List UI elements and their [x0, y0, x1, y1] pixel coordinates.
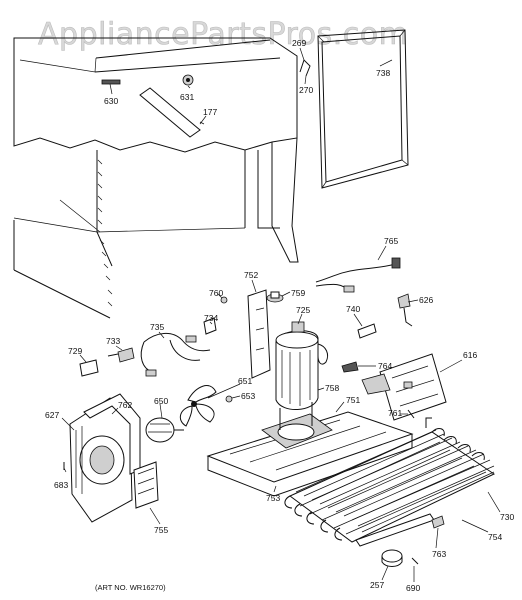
callout-758: 758 [325, 383, 339, 393]
callout-735: 735 [150, 322, 164, 332]
fan-blade-651 [179, 385, 217, 427]
screw-761 [407, 409, 415, 419]
relay-740 [357, 323, 377, 339]
callout-627: 627 [45, 410, 59, 420]
callout-755: 755 [154, 525, 168, 535]
cord-735 [140, 333, 211, 377]
callout-760: 760 [209, 288, 223, 298]
callout-653: 653 [241, 391, 255, 401]
callout-631: 631 [180, 92, 194, 102]
callout-761: 761 [388, 408, 402, 418]
fan-shroud-627 [69, 397, 133, 523]
callout-753: 753 [266, 493, 280, 503]
switch-626 [397, 293, 413, 327]
cover-616 [379, 353, 447, 421]
door-gasket-738 [317, 29, 409, 189]
callout-690: 690 [406, 583, 420, 593]
wire-harness-765 [315, 257, 401, 293]
screw-653 [225, 395, 233, 403]
callout-651: 651 [238, 376, 252, 386]
callout-759: 759 [291, 288, 305, 298]
callout-733: 733 [106, 336, 120, 346]
watermark-text: AppliancePartsPros.com [38, 17, 408, 52]
compressor-bracket-752 [247, 289, 271, 379]
callout-754: 754 [488, 532, 502, 542]
grommet-759 [266, 291, 284, 303]
capacitor-729 [79, 359, 99, 377]
callout-257: 257 [370, 580, 384, 590]
callout-650: 650 [154, 396, 168, 406]
art-number: (ART NO. WR16270) [95, 583, 166, 592]
callout-616: 616 [463, 350, 477, 360]
screw-760 [220, 296, 228, 304]
light-socket-part [101, 79, 121, 85]
callout-762: 762 [118, 400, 132, 410]
callout-752: 752 [244, 270, 258, 280]
baffle-755 [133, 461, 159, 509]
screw-690 [411, 557, 419, 565]
bracket-part [361, 373, 391, 395]
hinge-part [299, 59, 311, 77]
bracket-763 [431, 515, 445, 529]
callout-734: 734 [204, 313, 218, 323]
compressor-725 [275, 321, 329, 410]
callout-270: 270 [299, 85, 313, 95]
callout-738: 738 [376, 68, 390, 78]
callout-626: 626 [419, 295, 433, 305]
base-pan-753 [206, 402, 414, 497]
callout-730: 730 [500, 512, 514, 522]
fan-motor-650 [145, 417, 184, 443]
callout-725: 725 [296, 305, 310, 315]
leader-lines [61, 47, 501, 582]
callout-630: 630 [104, 96, 118, 106]
callout-740: 740 [346, 304, 360, 314]
bracket-754 [355, 513, 435, 547]
cabinet-body [13, 37, 299, 319]
callout-269: 269 [292, 38, 306, 48]
callout-683: 683 [54, 480, 68, 490]
terminal-734 [203, 317, 217, 335]
callout-763: 763 [432, 549, 446, 559]
callout-764: 764 [378, 361, 392, 371]
shroud-gasket-762 [83, 393, 141, 475]
callout-751: 751 [346, 395, 360, 405]
overload-733 [107, 347, 135, 363]
callout-765: 765 [384, 236, 398, 246]
condenser-730 [284, 417, 496, 543]
callout-177: 177 [203, 107, 217, 117]
drain-cap-257 [381, 549, 403, 567]
part-764 [341, 361, 359, 373]
callout-729: 729 [68, 346, 82, 356]
